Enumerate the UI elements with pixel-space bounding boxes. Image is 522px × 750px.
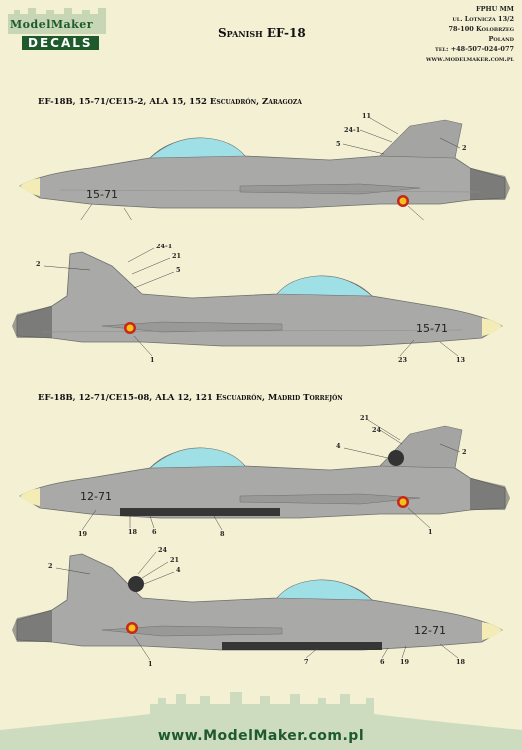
callout-label: 24 [372,426,382,434]
callout-label: 8 [220,530,225,538]
callout-lines [43,247,459,357]
callout-label: 2 [48,562,53,570]
callout-label: 6 [152,528,157,536]
callout-label: 1 [428,528,433,536]
callout-label: 24-1 [156,244,172,250]
callout-label: 4 [176,566,181,574]
logo-decals-text: DECALS [22,36,99,50]
address-line: FPHU MM [476,5,514,13]
callout-label: 21 [360,414,369,422]
aircraft-code: 15-71 [86,188,118,201]
callout-label: 5 [336,140,341,148]
callout-lines [55,551,459,661]
callout-label: 18 [128,528,138,536]
callout-label: 1 [148,660,153,668]
callout-label: 19 [78,530,88,538]
aircraft-view-2: 15-71 24-1 21 2 5 1 23 13 [12,244,503,364]
address-line: 78-100 Kolobrzeg [448,25,514,33]
logo-castle-icon [8,8,106,34]
roundel [126,622,138,634]
callout-label: 21 [170,556,179,564]
address-line: tel: +48-507-024-077 [435,45,514,53]
callout-lines [80,117,461,220]
section-caption: EF-18B, 12-71/CE15-08, ALA 12, 121 Escua… [38,393,343,403]
callout-label: 11 [362,112,371,120]
roundel [124,322,136,334]
aircraft-view-3: 12-71 21 24 4 2 19 18 6 8 1 [19,414,510,538]
airframe [19,425,510,519]
callout-label: 18 [456,658,466,666]
callout-label: 1 [150,356,155,364]
aircraft-view-4: 12-71 24 21 4 2 1 7 6 19 18 [12,546,503,668]
callout-label: 24-1 [344,126,360,134]
squadron-badge [388,450,404,466]
callout-label: 2 [462,144,467,152]
address-line: ul. Lotnicza 13/2 [452,15,514,23]
aircraft-code: 12-71 [80,490,112,503]
footer-website: www.ModelMaker.com.pl [157,728,365,744]
callout-label: 13 [456,356,466,364]
callout-label: 4 [336,442,341,450]
squadron-badge [128,576,144,592]
sheet-title: Spanish EF-18 [218,26,306,40]
callout-label: 21 [172,252,181,260]
publisher-address: FPHU MM ul. Lotnicza 13/2 78-100 Kolobrz… [426,4,514,64]
roundel [397,496,409,508]
aircraft-view-1: 15-71 11 24-1 5 2 23 13 1 [19,112,510,220]
aircraft-code: 12-71 [414,624,446,637]
roundel [397,195,409,207]
callout-label: 24 [158,546,168,554]
logo-text: ModelMaker [10,18,94,31]
callout-label: 6 [380,658,385,666]
callout-label: 2 [462,448,467,456]
aircraft-code: 15-71 [416,322,448,335]
airframe [19,119,510,209]
callout-lines [81,419,461,531]
callout-label: 19 [400,658,410,666]
address-line: Poland [488,35,514,43]
callout-label: 23 [398,356,408,364]
callout-label: 2 [36,260,41,268]
airframe [12,251,503,347]
callout-label: 7 [304,658,309,666]
footer-castle-banner [0,692,522,750]
section-caption: EF-18B, 15-71/CE15-2, ALA 15, 152 Escuad… [38,97,302,107]
modelmaker-logo: ModelMaker DECALS [6,6,112,50]
address-line: www.modelmaker.com.pl [425,55,514,63]
callout-label: 5 [176,266,181,274]
